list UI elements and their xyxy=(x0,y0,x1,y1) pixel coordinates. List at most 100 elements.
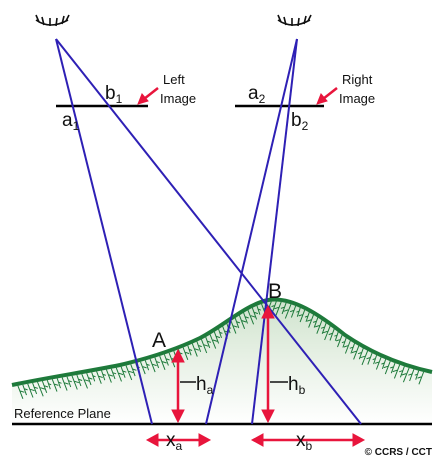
hatch-stroke xyxy=(200,339,209,354)
left-caption-arrowhead xyxy=(137,93,149,105)
eye-icon-left xyxy=(35,14,70,27)
hatch-stroke xyxy=(56,378,62,389)
hatch-stroke xyxy=(243,312,249,324)
hatch-stroke xyxy=(392,364,401,379)
hatch-stroke xyxy=(335,334,343,348)
hatch-stroke xyxy=(110,368,117,380)
credit-label: © CCRS / CCT xyxy=(365,447,432,458)
left-image-caption-line1: Left xyxy=(163,72,185,87)
hatch-stroke xyxy=(256,305,261,315)
label-ha: ha xyxy=(196,374,214,397)
hatch-stroke xyxy=(351,345,360,360)
hatch-stroke xyxy=(341,337,347,348)
label-hb: hb xyxy=(288,374,306,397)
hatch-stroke xyxy=(209,334,218,349)
ray-left-to-A xyxy=(55,38,153,425)
hatch-stroke xyxy=(41,380,49,393)
hatch-stroke xyxy=(187,345,193,356)
terrain-fill xyxy=(12,299,432,424)
hatch-stroke xyxy=(191,343,199,357)
hatch-stroke xyxy=(91,372,96,382)
height-arrow-ha-bottom xyxy=(171,409,185,424)
hatch-stroke xyxy=(271,301,277,312)
parallax-arrow-xb-left xyxy=(250,433,264,447)
hatch-stroke xyxy=(315,319,323,334)
right-caption-arrowhead xyxy=(316,93,328,105)
label-b2: b2 xyxy=(291,110,309,133)
hatch-stroke xyxy=(105,369,114,383)
hatch-stroke xyxy=(349,343,356,354)
hatch-stroke xyxy=(401,367,410,383)
label-xb: xb xyxy=(296,430,313,453)
hatch-stroke xyxy=(247,309,256,325)
height-arrow-ha-top xyxy=(171,348,185,363)
height-arrow-hb-bottom xyxy=(261,409,275,424)
hatch-stroke xyxy=(320,322,327,334)
hatch-stroke xyxy=(383,360,391,375)
hatch-stroke xyxy=(238,314,247,329)
hatch-stroke xyxy=(46,380,52,390)
hatch-stroke xyxy=(234,317,241,329)
hatch-stroke xyxy=(280,302,287,315)
hatch-stroke xyxy=(140,361,147,375)
hatch-stroke xyxy=(32,382,38,395)
hatch-stroke xyxy=(274,301,282,316)
ray-right-to-B xyxy=(251,38,298,425)
hatch-stroke xyxy=(27,383,35,398)
hatch-stroke xyxy=(218,328,223,339)
ray-right-to-A xyxy=(205,38,298,425)
parallax-arrow-xa-right xyxy=(198,433,212,447)
hatch-stroke xyxy=(205,336,212,349)
label-ground-point-A: A xyxy=(152,329,166,352)
hatch-stroke xyxy=(298,309,306,323)
right-image-caption-line1: Right xyxy=(342,72,373,87)
hatch-stroke xyxy=(251,307,259,320)
left-image-caption-line2: Image xyxy=(160,91,196,106)
caption-pointer-arrows xyxy=(137,87,338,105)
parallax-arrow-xb-right xyxy=(352,433,366,447)
height-arrow-hb-top xyxy=(261,304,275,319)
hatch-stroke xyxy=(22,384,28,396)
label-a2: a2 xyxy=(248,83,266,106)
hatch-stroke xyxy=(51,379,59,392)
hatch-stroke xyxy=(366,352,373,365)
hatch-stroke xyxy=(17,385,25,399)
hatch-stroke xyxy=(86,373,93,386)
hatch-stroke xyxy=(66,376,72,388)
hatch-stroke xyxy=(357,348,364,360)
label-xa: xa xyxy=(166,430,183,453)
hatch-stroke xyxy=(154,357,160,369)
hatch-stroke xyxy=(196,341,202,352)
parallax-arrows xyxy=(145,433,366,447)
hatch-stroke xyxy=(399,366,405,378)
label-a1: a1 xyxy=(62,110,80,133)
hatch-stroke xyxy=(289,305,297,318)
hatch-stroke xyxy=(130,364,137,377)
hatch-stroke xyxy=(182,347,190,360)
hatch-stroke xyxy=(101,370,106,381)
hatch-stroke xyxy=(328,328,335,341)
left-caption-arrow xyxy=(143,87,159,100)
hatch-stroke xyxy=(304,312,310,323)
hatch-stroke xyxy=(414,370,420,380)
terrain xyxy=(11,297,433,424)
hatch-stroke xyxy=(381,359,387,370)
hatch-stroke xyxy=(312,317,319,328)
hatch-stroke xyxy=(322,325,331,341)
hatch-stroke xyxy=(390,362,396,374)
hatch-stroke xyxy=(343,340,351,354)
hatch-stroke xyxy=(296,307,301,317)
hatch-stroke xyxy=(159,355,167,370)
terrain-hatching xyxy=(17,301,425,399)
hatch-stroke xyxy=(61,377,69,391)
hatch-stroke xyxy=(144,360,150,371)
hatch-stroke xyxy=(96,371,103,384)
hatch-stroke xyxy=(306,314,315,328)
height-arrows xyxy=(171,304,275,424)
right-caption-arrow xyxy=(322,87,338,100)
hatch-stroke xyxy=(417,371,425,385)
rays xyxy=(55,38,362,425)
hatch-stroke xyxy=(120,366,127,378)
